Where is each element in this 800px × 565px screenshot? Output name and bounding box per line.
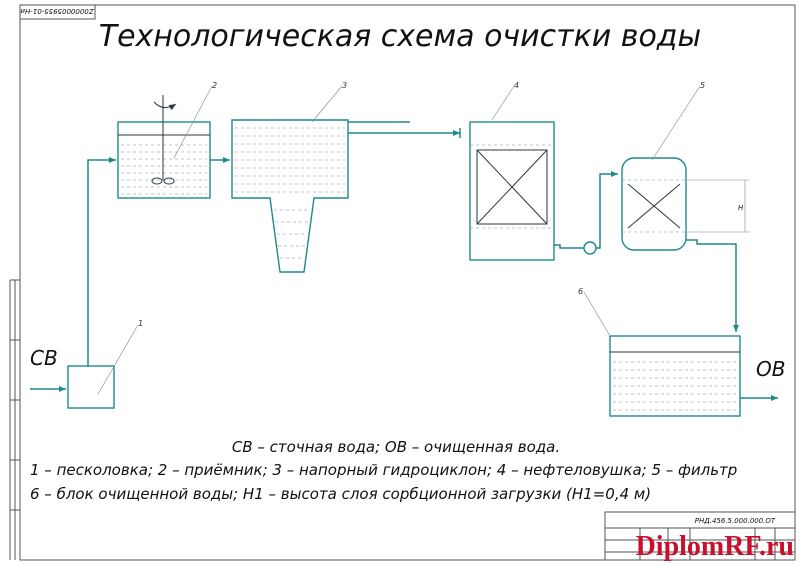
legend-line-3: 6 – блок очищенной воды; H1 – высота сло… (30, 485, 651, 503)
unit-5-filter (621, 157, 687, 251)
dimension-h1 (686, 179, 750, 233)
receiver-water (121, 144, 207, 195)
diagram-title: Технологическая схема очистки воды (99, 19, 701, 54)
unit-6-number: 6 (578, 287, 583, 296)
leader-5 (651, 85, 701, 161)
unit-1-sand-trap (67, 365, 115, 409)
unit-2-number: 2 (212, 81, 217, 90)
pipe-5-to-6 (686, 239, 739, 332)
dimension-label: H (738, 204, 744, 212)
unit-6-clean-water-block (609, 335, 741, 417)
watermark-logo: DiplomRF.ru (635, 531, 794, 562)
filter-media-icon (627, 183, 681, 229)
unit-4-oil-trap (469, 121, 555, 261)
unit-3-number: 3 (342, 81, 347, 90)
unit-1-number: 1 (138, 319, 143, 328)
hydrocyclone-water (235, 127, 345, 259)
legend-line-2: 1 – песколовка; 2 – приёмник; 3 – напорн… (30, 461, 737, 479)
legend-line-1: СВ – сточная вода; ОВ – очищенная вода. (232, 438, 560, 456)
leader-1 (97, 324, 139, 395)
outlet-label: ОВ (756, 357, 785, 381)
unit-2-receiver (117, 121, 211, 199)
unit-3-hydrocyclone (231, 119, 349, 273)
leader-6 (583, 291, 611, 337)
sheet-frame (19, 4, 796, 561)
inlet-label: СВ (30, 346, 58, 370)
top-stamp-box (19, 4, 96, 20)
pipe-1-to-2 (87, 157, 116, 366)
pump-icon (583, 241, 597, 255)
tank-water (613, 361, 737, 411)
top-stamp-code: Z0000005955-01-Ни (20, 7, 95, 15)
pipe-pump-to-5 (596, 171, 618, 249)
leader-2 (173, 85, 213, 159)
leader-3 (311, 85, 343, 123)
unit-5-number: 5 (700, 81, 705, 90)
pipe-4-to-pump (554, 244, 585, 249)
mixer-icon (151, 95, 177, 185)
title-block-code: РНД.456.5.000.000.ОТ (695, 517, 776, 525)
unit-4-number: 4 (514, 81, 519, 90)
oil-trap-media-icon (476, 149, 548, 225)
title-block (604, 511, 796, 561)
leader-4 (491, 85, 515, 121)
